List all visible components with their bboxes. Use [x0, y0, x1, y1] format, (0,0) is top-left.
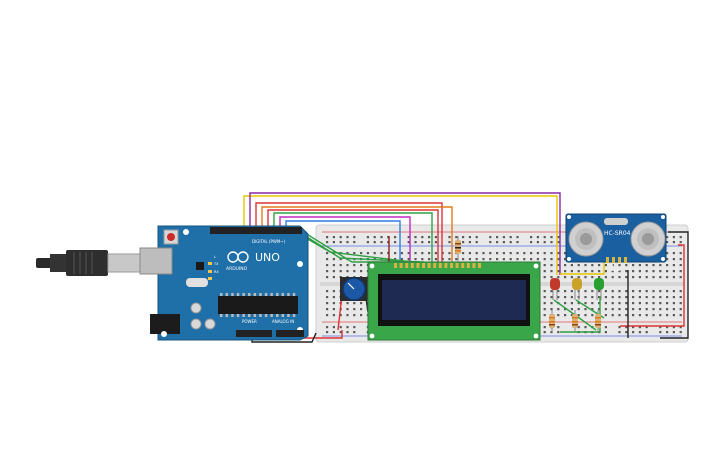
wire-sensor-yellow: [560, 262, 605, 275]
sensor-model-label: HC-SR04: [604, 230, 631, 237]
analog-header[interactable]: [276, 330, 304, 337]
arduino-uno-board[interactable]: UNO ARDUINO DIGITAL (PWM~) POWER ANALOG …: [139, 225, 309, 341]
wire-green-3: [295, 229, 421, 263]
tx-label: TX: [213, 262, 219, 266]
led-green-body: [594, 278, 604, 290]
resistor[interactable]: [455, 236, 461, 262]
wire-sensor-black: [660, 231, 689, 339]
ultrasonic-sensor[interactable]: HC-SR04: [565, 213, 667, 263]
digital-label: DIGITAL (PWM~): [252, 239, 286, 244]
lcd-display[interactable]: [367, 261, 541, 341]
digital-header[interactable]: [210, 227, 302, 234]
wire-purple: [249, 192, 561, 275]
usb-cable[interactable]: [36, 250, 149, 276]
usb-port: [139, 247, 173, 275]
wire-yellow: [243, 195, 558, 275]
led-yellow-body: [572, 278, 582, 290]
led-yellow[interactable]: [572, 278, 582, 300]
wire-red-1: [255, 202, 443, 262]
leds[interactable]: [550, 278, 604, 300]
resistors[interactable]: [455, 236, 601, 332]
uno-label: UNO: [255, 251, 280, 264]
resistor[interactable]: [572, 310, 578, 332]
power-jack: [150, 314, 180, 334]
wire-sensor-red: [620, 244, 685, 327]
wire-red-2: [267, 209, 439, 262]
arduino-brand-label: ARDUINO: [226, 266, 248, 272]
resistor[interactable]: [595, 310, 601, 332]
crystal: [186, 278, 208, 287]
led-red-body: [550, 278, 560, 290]
ultrasonic-transmitter-icon: [568, 221, 604, 257]
lcd-screen: [382, 280, 526, 320]
potentiometer[interactable]: [340, 277, 368, 301]
reset-button-cap[interactable]: [167, 233, 175, 241]
capacitor: [204, 318, 216, 330]
wire-led-green-1: [560, 296, 601, 333]
wire-magenta: [279, 216, 411, 262]
resistor[interactable]: [549, 310, 555, 332]
wire-orange: [261, 206, 453, 262]
rx-label: RX: [214, 270, 219, 274]
atmega-chip: [218, 296, 298, 314]
wire-green-1: [273, 212, 433, 262]
arduino-logo-icon: [227, 251, 249, 263]
led-red[interactable]: [550, 278, 560, 300]
capacitor: [190, 302, 202, 314]
wire-sensor-white: [611, 262, 620, 271]
power-header[interactable]: [236, 330, 272, 337]
ultrasonic-receiver-icon: [630, 221, 666, 257]
led-green[interactable]: [594, 278, 604, 300]
capacitor: [190, 318, 202, 330]
analog-label: ANALOG IN: [272, 319, 294, 324]
power-label: POWER: [242, 319, 257, 324]
l-label: L: [214, 255, 216, 259]
